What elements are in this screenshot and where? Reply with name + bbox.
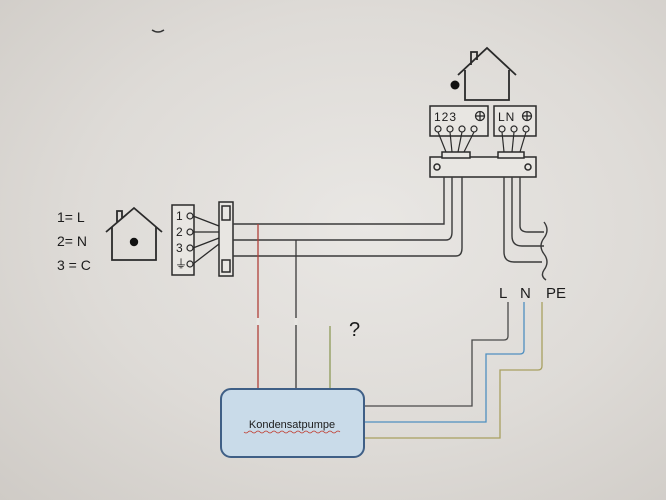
wire-break-marks <box>256 318 298 325</box>
outdoor-terminal-labels-123: 123 <box>434 110 457 124</box>
outdoor-terminal-block-power: LN <box>493 105 537 137</box>
legend-line-3: 3 = C <box>57 257 91 273</box>
pump-supply-wire-pe <box>364 302 543 439</box>
outdoor-terminal-labels-ln: LN <box>498 110 515 124</box>
outdoor-terminal-block-signal: 123 <box>429 105 489 137</box>
legend-line-2: 2= N <box>57 233 87 249</box>
supply-label-l: L <box>499 285 507 302</box>
supply-label-pe: PE <box>546 285 566 302</box>
indoor-terminal-label-earth: ⏚ <box>175 257 187 271</box>
pump-input-wires <box>257 224 331 392</box>
supply-cable <box>503 177 544 263</box>
outdoor-cable-clamp <box>429 151 537 178</box>
communication-cable <box>233 177 463 257</box>
pump-supply-wires <box>364 302 543 439</box>
indoor-cable-clamp <box>218 201 234 277</box>
indoor-house-icon <box>105 206 163 261</box>
indoor-terminal-label-2: 2 <box>176 225 183 239</box>
pump-supply-wire-l <box>364 302 509 407</box>
pump-supply-wire-n <box>364 302 525 423</box>
question-mark: ? <box>349 319 360 341</box>
outdoor-leads <box>437 131 527 153</box>
cable-end-marker <box>540 221 548 281</box>
indoor-terminal-label-1: 1 <box>176 209 183 223</box>
stray-mark <box>151 29 165 33</box>
legend-line-1: 1= L <box>57 209 85 225</box>
condensate-pump: Kondensatpumpe <box>220 388 365 458</box>
outdoor-house-icon <box>450 46 517 101</box>
indoor-terminal-block: 1 2 3 ⏚ <box>171 204 195 276</box>
supply-label-n: N <box>520 285 531 302</box>
indoor-leads <box>192 215 220 265</box>
indoor-terminal-label-3: 3 <box>176 241 183 255</box>
spellcheck-underline <box>243 430 341 434</box>
condensate-pump-label: Kondensatpumpe <box>249 419 335 431</box>
